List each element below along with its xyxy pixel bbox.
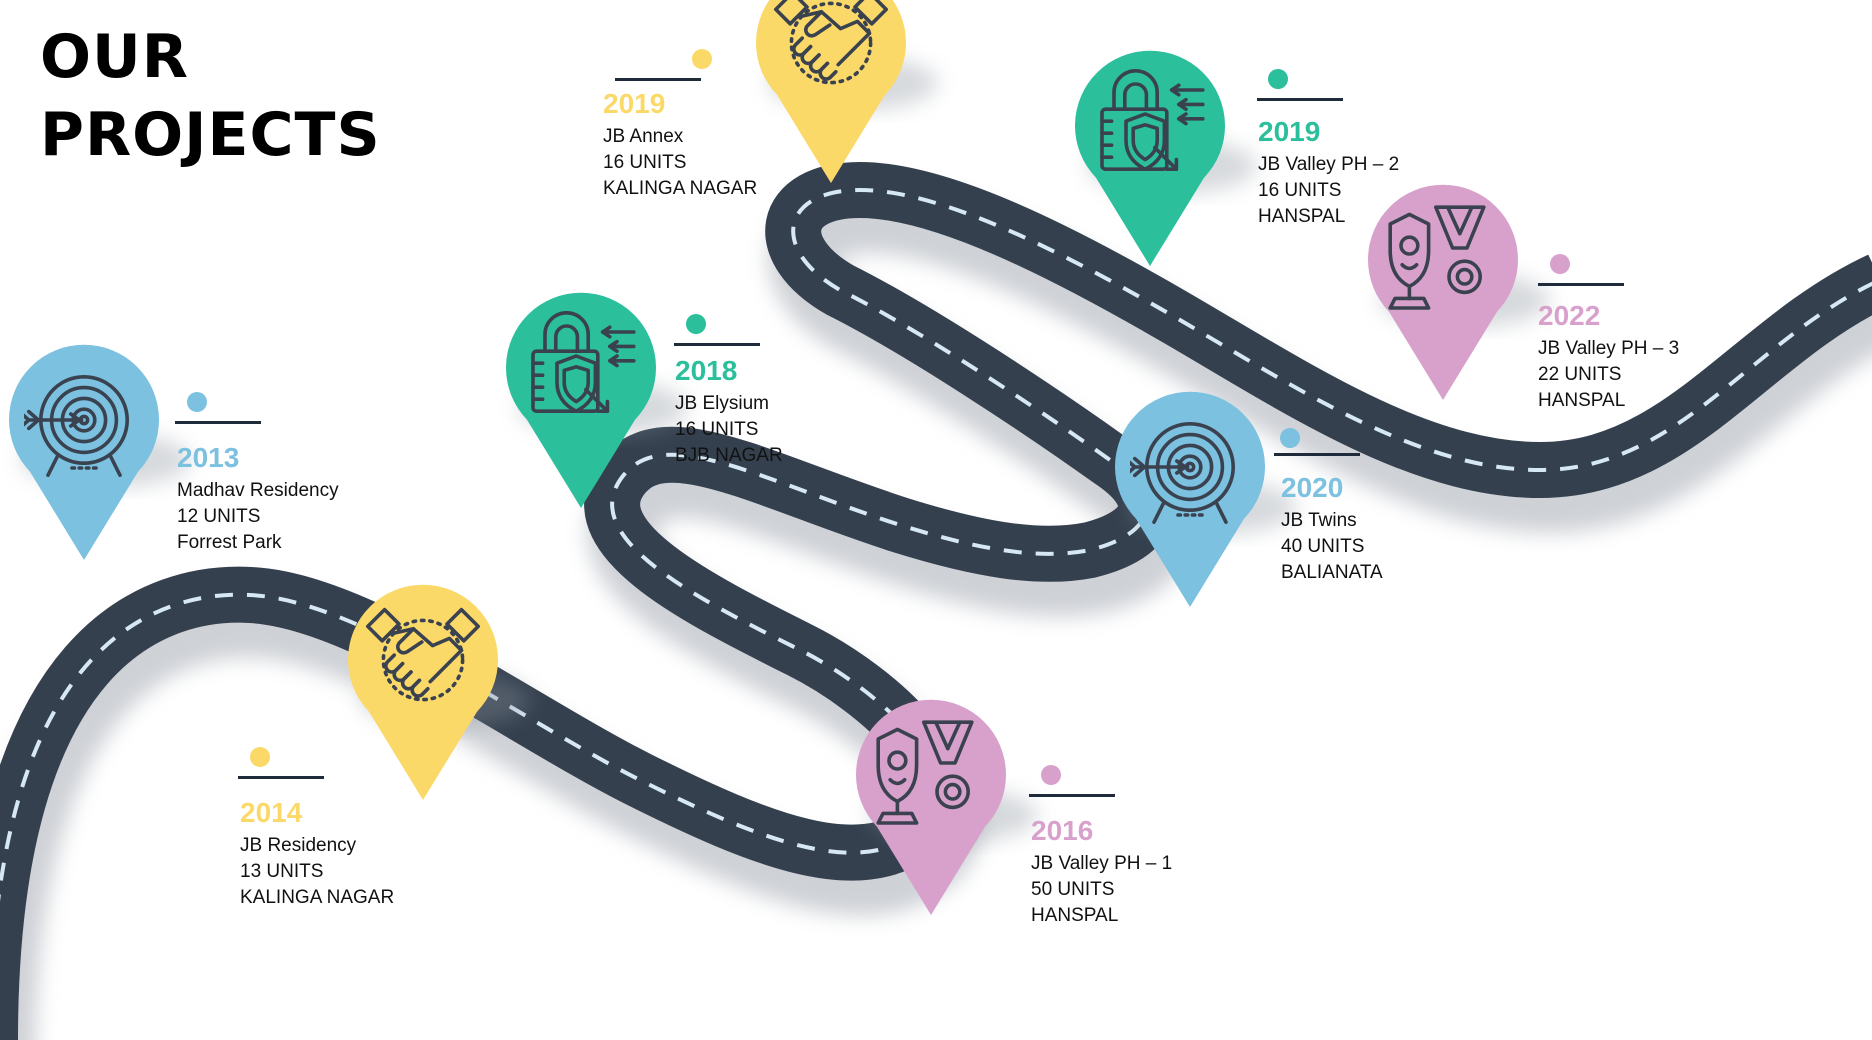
milestone-year: 2013 <box>177 442 240 473</box>
unit-count: 22 UNITS <box>1538 364 1622 385</box>
project-location: KALINGA NAGAR <box>240 887 395 908</box>
milestone-details: JB Valley PH – 3 22 UNITS HANSPAL <box>1538 336 1679 414</box>
pins-layer <box>9 0 1550 915</box>
milestone-divider <box>1257 98 1343 101</box>
milestone-divider <box>615 78 701 81</box>
milestone-details: JB Twins 40 UNITS BALIANATA <box>1281 508 1383 586</box>
project-location: BALIANATA <box>1281 562 1383 583</box>
project-location: BJB NAGAR <box>675 445 783 466</box>
map-pin-2019-6 <box>1075 50 1257 267</box>
milestone-details: JB Valley PH – 2 16 UNITS HANSPAL <box>1258 152 1399 230</box>
project-name: JB Valley PH – 2 <box>1258 154 1400 175</box>
project-name: JB Elysium <box>675 393 769 414</box>
milestone-dot <box>1041 765 1061 785</box>
milestone-year: 2019 <box>1258 116 1321 147</box>
project-name: JB Annex <box>603 126 684 147</box>
unit-count: 16 UNITS <box>603 152 687 173</box>
project-name: JB Valley PH – 1 <box>1031 853 1173 874</box>
project-location: Forrest Park <box>177 532 282 553</box>
milestone-divider <box>674 343 760 346</box>
milestone-dot <box>1268 69 1288 89</box>
page-title: OUR PROJECTS <box>40 18 381 174</box>
milestone-year: 2014 <box>240 797 303 828</box>
map-pin-2018-3 <box>506 292 688 508</box>
milestone-divider <box>1538 283 1624 286</box>
map-pin-2020-5 <box>1115 391 1297 607</box>
milestone-dot <box>692 49 712 69</box>
project-location: HANSPAL <box>1031 905 1119 926</box>
milestone-divider <box>238 776 324 779</box>
project-location: HANSPAL <box>1538 390 1626 411</box>
unit-count: 12 UNITS <box>177 506 261 527</box>
milestone-divider <box>175 421 261 424</box>
milestone-year: 2016 <box>1031 815 1094 846</box>
project-location: KALINGA NAGAR <box>603 178 758 199</box>
milestone-details: Madhav Residency 12 UNITS Forrest Park <box>177 478 339 556</box>
milestone-dot <box>250 747 270 767</box>
title-line-2: PROJECTS <box>40 100 381 170</box>
project-name: JB Residency <box>240 835 357 856</box>
milestone-year: 2022 <box>1538 300 1601 331</box>
milestone-dot <box>1550 254 1570 274</box>
unit-count: 16 UNITS <box>675 419 759 440</box>
milestone-details: JB Annex 16 UNITS KALINGA NAGAR <box>603 124 757 202</box>
project-name: JB Valley PH – 3 <box>1538 338 1680 359</box>
map-pin-2022-7 <box>1368 184 1550 400</box>
pin-marker <box>756 0 906 183</box>
unit-count: 16 UNITS <box>1258 180 1342 201</box>
unit-count: 40 UNITS <box>1281 536 1365 557</box>
project-name: Madhav Residency <box>177 480 339 501</box>
map-pin-2013-0 <box>9 344 191 560</box>
milestone-divider <box>1029 794 1115 797</box>
title-line-1: OUR <box>40 22 189 92</box>
milestone-year: 2020 <box>1281 472 1344 503</box>
milestone-year: 2019 <box>603 88 666 119</box>
milestone-dot <box>187 392 207 412</box>
milestone-divider <box>1274 453 1360 456</box>
project-name: JB Twins <box>1281 510 1357 531</box>
milestone-year: 2018 <box>675 355 738 386</box>
map-pin-2014-1 <box>348 584 530 800</box>
milestone-details: JB Residency 13 UNITS KALINGA NAGAR <box>240 833 394 911</box>
map-pin-2016-2 <box>856 699 1038 915</box>
milestone-dot <box>1280 428 1300 448</box>
map-pin-2019-4 <box>756 0 938 183</box>
road <box>0 161 1872 1040</box>
unit-count: 13 UNITS <box>240 861 324 882</box>
milestone-dot <box>686 314 706 334</box>
unit-count: 50 UNITS <box>1031 879 1115 900</box>
project-location: HANSPAL <box>1258 206 1346 227</box>
milestone-details: JB Valley PH – 1 50 UNITS HANSPAL <box>1031 851 1172 929</box>
milestone-details: JB Elysium 16 UNITS BJB NAGAR <box>675 391 783 469</box>
